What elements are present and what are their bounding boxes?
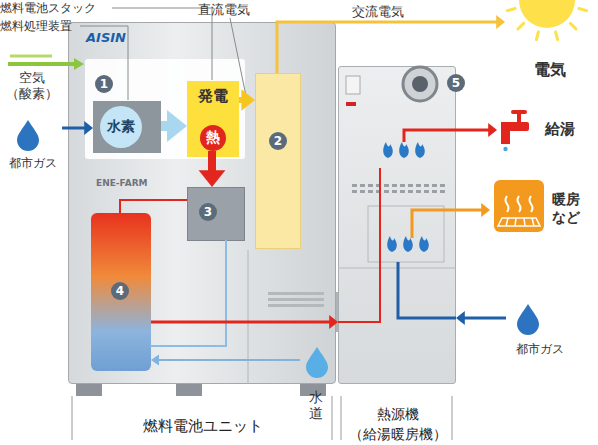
input-label: 空気 （酸素） — [4, 70, 60, 103]
heating-output: 暖房 など — [490, 176, 590, 238]
unit-caption: 燃料電池ユニット — [69, 417, 337, 436]
brand-logo: AISIN — [86, 30, 146, 46]
flow-arrow — [161, 110, 187, 142]
arrow-head — [329, 315, 338, 329]
arrow-head — [456, 311, 465, 325]
connector-line — [158, 359, 300, 361]
output-label: 給湯 — [545, 120, 591, 139]
flow-arrow — [239, 89, 255, 111]
hot-water-output: 給湯 — [497, 108, 592, 154]
connector-line — [456, 209, 482, 212]
unit-feet — [76, 384, 326, 396]
city-gas-input: 都市ガス — [4, 118, 62, 176]
output-label: 暖房 など — [552, 190, 588, 226]
connector-line — [277, 22, 497, 73]
flow-arrow — [120, 200, 187, 213]
flow-arrow — [151, 354, 300, 365]
flow-arrow — [456, 203, 490, 217]
callout-number: 4 — [111, 282, 129, 300]
fuel-cell-area: 1 水素 発電熱 — [85, 59, 245, 159]
node-label: 水素 — [98, 118, 144, 136]
heat-circle: 熱 — [200, 125, 226, 151]
edge-label: 交流電気 — [352, 4, 404, 20]
callout-number: 3 — [199, 203, 217, 221]
heat-exchanger-box: 3 — [187, 187, 245, 241]
tap-water-input: 水道 — [300, 345, 334, 425]
connector-line — [464, 317, 506, 320]
city-gas-input: 都市ガス — [506, 300, 570, 362]
edge-label: 直流電気 — [198, 2, 250, 18]
part-name: 燃料電池スタック — [0, 1, 120, 16]
arrow-head — [241, 89, 255, 111]
arrow-head — [481, 203, 490, 217]
flow-arrow — [277, 15, 505, 73]
flow-arrow — [199, 151, 226, 187]
input-label: 都市ガス — [4, 156, 62, 171]
connector-line — [239, 97, 246, 103]
connector-line — [208, 151, 216, 171]
flow-arrow — [456, 123, 497, 137]
brand-logo: ENE-FARM — [96, 178, 166, 189]
hot-water-tank: 4 — [91, 213, 151, 371]
connector-line — [161, 121, 173, 131]
inverter-box: 2 — [255, 73, 301, 249]
flow-arrow — [456, 311, 506, 325]
arrow-head — [84, 121, 93, 135]
input-label: 都市ガス — [510, 342, 570, 357]
flow-arrow — [62, 121, 93, 135]
connector-line — [151, 321, 330, 324]
unit-caption: 熱源機 （給湯暖房機） — [339, 404, 457, 444]
connector-line — [120, 200, 187, 213]
power-generation-box: 発電熱 — [187, 81, 239, 157]
callout-number: 5 — [447, 74, 465, 92]
connector-line — [62, 127, 85, 130]
part-name: 燃料処理装置 — [0, 19, 90, 34]
arrow-head — [488, 123, 497, 137]
input-label: 水道 — [309, 389, 325, 421]
heat-source-unit: 5熱源機 （給湯暖房機） — [338, 66, 456, 384]
fuel-processor-box: 水素 — [93, 101, 161, 153]
node-label: 熱 — [200, 129, 226, 147]
arrow-head — [199, 170, 226, 187]
arrow-head — [167, 110, 187, 142]
arrow-head — [151, 354, 159, 365]
flow-arrow — [151, 315, 338, 329]
node-icon — [497, 108, 592, 154]
connector-line — [456, 129, 489, 132]
fuel-cell-unit: 燃料電池ユニット1水素発電熱234 — [68, 22, 336, 384]
node-label: 発電 — [187, 87, 239, 106]
arrow-head — [496, 15, 505, 29]
electricity-output: 電気 — [505, 0, 595, 86]
callout-number: 1 — [95, 75, 113, 93]
output-label: 電気 — [505, 60, 595, 80]
callout-number: 2 — [269, 132, 287, 150]
